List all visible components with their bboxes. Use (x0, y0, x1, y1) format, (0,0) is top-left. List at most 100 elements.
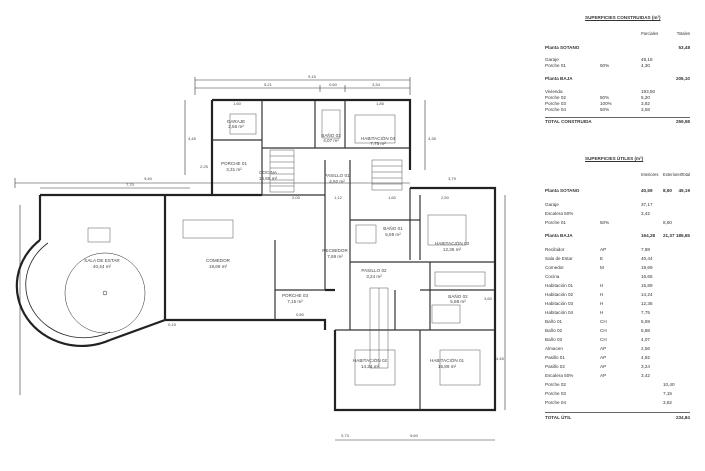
useful-row-tag: AP (600, 373, 607, 378)
constructed-row: Porche 01 50% 4,30 (545, 63, 690, 71)
dim-top-right: 3,34 (372, 82, 381, 87)
constructed-row-label: Vivienda (545, 89, 563, 94)
useful-row-label: Cocina (545, 274, 560, 279)
constructed-row-pct: 100% (600, 101, 612, 106)
useful-row-label: Escalera 50% (545, 211, 574, 216)
dim-top-mid: 0,60 (329, 82, 338, 87)
constructed-row-total: 206,10 (675, 76, 690, 81)
room-area-pasillo02: 3,24 m² (366, 274, 382, 279)
useful-row-label: Porche 01 (545, 220, 566, 225)
dim-door: 0,80 (296, 312, 305, 317)
room-label-bano01: BAÑO 01 (383, 225, 403, 231)
useful-row-int: 164,28 (641, 233, 656, 238)
dim-bath: 1,60 (388, 195, 397, 200)
useful-title: SUPERFICIES ÚTILES (m²) (585, 156, 644, 161)
useful-col-int: Interiores (641, 172, 659, 177)
useful-row-ext: 10,40 (663, 382, 675, 387)
useful-col-ext: Exteriores (663, 172, 682, 177)
dim-left-total: 9,40 (144, 176, 153, 181)
dim-wall: 0,15 (168, 322, 177, 327)
useful-row-int: 40,44 (641, 256, 653, 261)
room-area-sala: 40,44 m² (93, 264, 112, 269)
useful-row-tag: AP (600, 247, 607, 252)
dim-left-sub: 7,70 (126, 182, 135, 187)
constructed-row-label: Planta SOTANO (545, 45, 580, 50)
useful-row-tag: M (600, 265, 604, 270)
useful-row-int: 5,88 (641, 328, 650, 333)
useful-row-tag: H (600, 301, 604, 306)
useful-row-label: Habitación 04 (545, 310, 574, 315)
useful-row-label: Pasillo 02 (545, 364, 565, 369)
dim-top-total: 9,15 (308, 74, 317, 79)
useful-row-int: 15,89 (641, 283, 653, 288)
useful-row-ext: 7,15 (663, 391, 672, 396)
useful-row-ext: 21,37 (663, 233, 675, 238)
useful-row-label: Habitación 02 (545, 292, 574, 297)
useful-row-label: Garaje (545, 202, 559, 207)
room-area-hab03: 12,36 m² (443, 247, 462, 252)
room-label-pasillo01: PASILLO 01 (324, 173, 350, 178)
dim-side-a: 4,45 (188, 136, 197, 141)
useful-row-int: 5,59 (641, 319, 650, 324)
room-area-bano02: 5,88 m² (450, 299, 466, 304)
useful-row-ext: 8,60 (663, 188, 672, 193)
room-label-bano02: BAÑO 02 (448, 293, 468, 299)
constructed-row-pct: 50% (600, 63, 610, 68)
room-label-recibidor: RECIBIDOR (322, 248, 348, 253)
room-label-bano03: BAÑO 03 (321, 132, 341, 138)
constructed-row-partial: 4,30 (641, 63, 650, 68)
useful-row-label: Recibidor (545, 247, 565, 252)
room-label-garaje: GARAJE (227, 119, 245, 124)
useful-row-total: 185,65 (675, 233, 690, 238)
constructed-row-partial: 49,18 (641, 57, 653, 62)
useful-total-label: TOTAL ÚTIL (545, 415, 572, 420)
room-area-porche01: 3,31 m² (226, 167, 242, 172)
useful-row: Baño 01 CH 5,59 (545, 319, 690, 327)
useful-row-int: 3,42 (641, 373, 650, 378)
useful-row-total: 49,19 (678, 188, 691, 193)
useful-row-int: 4,07 (641, 337, 650, 342)
dim-mid-a: 3,79 (448, 176, 457, 181)
useful-total-rule (545, 412, 690, 413)
constructed-row-partial: 3,58 (641, 107, 650, 112)
useful-row-label: Escalera 50% (545, 373, 574, 378)
room-area-hab02: 14,24 m² (361, 364, 380, 369)
constructed-col-total: Totales (676, 31, 690, 36)
useful-row: Escalera 50% 3,42 (545, 211, 690, 219)
useful-row-label: Planta BAJA (545, 233, 573, 238)
useful-row-label: Porche 04 (545, 400, 566, 405)
constructed-row-label: Porche 03 (545, 101, 566, 106)
useful-row-tag: CH (600, 319, 607, 324)
dim-bottom-b: 5,60 (410, 433, 419, 438)
useful-row-label: Planta SOTANO (545, 188, 580, 193)
useful-row-int: 3,24 (641, 364, 650, 369)
constructed-row-total: 53,48 (678, 45, 691, 50)
room-label-cocina: COCINA (259, 170, 278, 175)
useful-row-ext: 3,82 (663, 400, 672, 405)
floor-plan: SALA DE ESTAR 40,44 m² COMEDOR 19,69 m² … (14, 74, 506, 441)
constructed-row-pct: 50% (600, 107, 610, 112)
useful-row-label: Baño 01 (545, 319, 563, 324)
useful-row-tag: CH (600, 328, 607, 333)
room-area-pasillo01: 4,92 m² (329, 179, 345, 184)
useful-row-int: 2,56 (641, 346, 650, 351)
dim-right-b: 4,45 (496, 356, 505, 361)
useful-row-int: 3,42 (641, 211, 650, 216)
room-label-hab04: HABITACIÓN 04 (361, 135, 396, 141)
room-area-recibidor: 7,88 m² (327, 254, 343, 259)
constructed-row-label: Porche 01 (545, 63, 566, 68)
useful-row-label: Sala de Estar (545, 256, 573, 261)
